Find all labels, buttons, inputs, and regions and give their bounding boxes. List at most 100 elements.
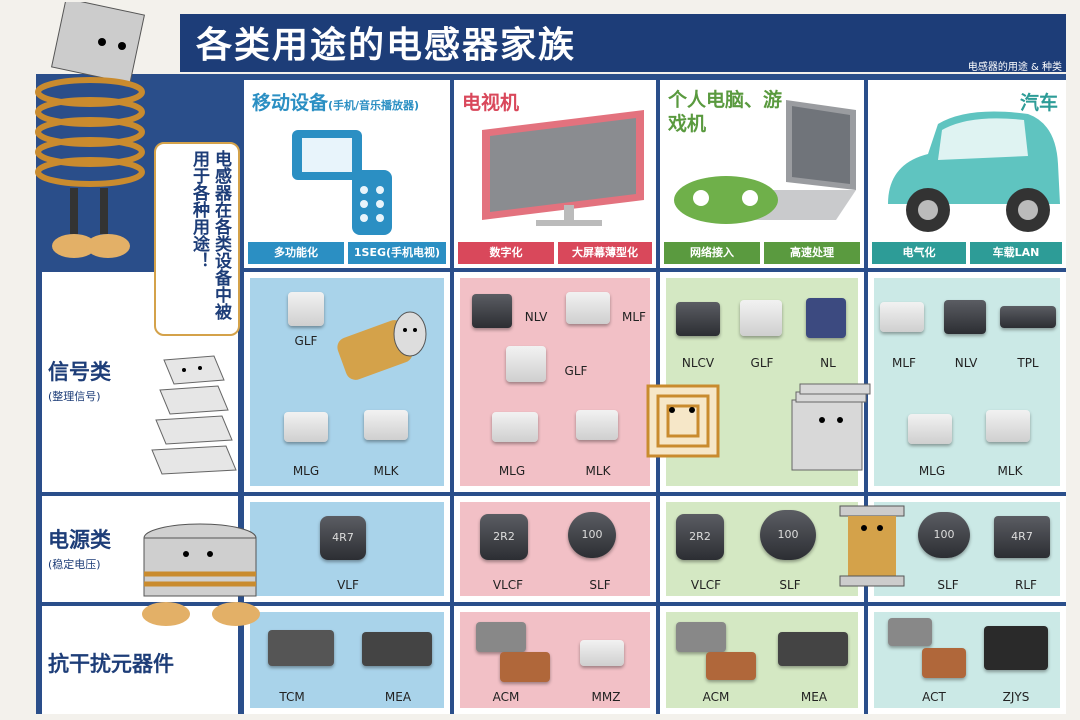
spiral-mascot-icon xyxy=(646,384,720,458)
chip-mlg xyxy=(284,412,328,442)
tag-digital: 数字化 xyxy=(458,242,554,264)
part-label: ZJYS xyxy=(1002,690,1030,704)
chip-nl xyxy=(806,298,846,338)
part-label: MLK xyxy=(997,464,1023,478)
part-label: ACM xyxy=(492,690,520,704)
column-title-pc: 个人电脑、游戏机 xyxy=(668,89,783,135)
layered-mascot-icon xyxy=(151,355,237,475)
part-label: MEA xyxy=(800,690,828,704)
bobbin-mascot-icon xyxy=(839,505,905,587)
part-label: NLV xyxy=(954,356,978,370)
part-label: VLCF xyxy=(690,578,722,592)
part-label: ACT xyxy=(922,690,946,704)
tag-1seg: 1SEG(手机电视) xyxy=(348,242,446,264)
chip-vlf: 4R7 xyxy=(320,516,366,560)
row-label-emi: 抗干扰元器件 xyxy=(42,606,238,714)
part-label: VLCF xyxy=(492,578,524,592)
chip-zjys xyxy=(984,626,1048,670)
row-subtitle-signal: (整理信号) xyxy=(48,390,101,403)
chip-mlg xyxy=(908,414,952,444)
part-label: MLK xyxy=(373,464,399,478)
page-subtitle: 电感器的用途 & 种类 xyxy=(967,62,1062,73)
stacked-mascot-icon xyxy=(791,383,871,471)
car-icon xyxy=(888,111,1060,232)
chip-mlk xyxy=(986,410,1030,442)
part-label: NL xyxy=(820,356,836,370)
chip-act xyxy=(888,618,932,646)
chip-nlv xyxy=(944,300,986,334)
tag-large-thin: 大屏幕薄型化 xyxy=(558,242,652,264)
title-bar xyxy=(180,14,1066,72)
column-title-tv: 电视机 xyxy=(462,92,520,114)
part-label: MLG xyxy=(498,464,526,478)
part-label: SLF xyxy=(937,578,959,592)
chip-vlcf: 2R2 xyxy=(480,514,528,560)
chip-mmz xyxy=(580,640,624,666)
part-label: RLF xyxy=(1015,578,1037,592)
part-label: MLG xyxy=(918,464,946,478)
row-subtitle-power: (稳定电压) xyxy=(48,558,101,571)
chip-slf: 100 xyxy=(918,512,970,558)
chip-slf: 100 xyxy=(760,510,816,560)
part-label: MMZ xyxy=(591,690,621,704)
tag-network: 网络接入 xyxy=(664,242,760,264)
row-title-power: 电源类 xyxy=(48,528,111,552)
chip-nlv xyxy=(472,294,512,328)
part-label: GLF xyxy=(750,356,774,370)
chip-mlk xyxy=(576,410,618,440)
chip-acm-coil xyxy=(706,652,756,680)
chip-mlf xyxy=(880,302,924,332)
row-title-signal: 信号类 xyxy=(48,360,111,384)
mascot-inductor-icon xyxy=(35,2,145,258)
row-title-emi: 抗干扰元器件 xyxy=(48,652,174,676)
drum-mascot-icon xyxy=(142,523,260,626)
chip-mlg xyxy=(492,412,538,442)
coil-mascot-icon xyxy=(337,311,427,380)
chip-mlk xyxy=(364,410,408,440)
tv-icon xyxy=(482,110,644,226)
chip-slf: 100 xyxy=(568,512,616,558)
chip-vlcf: 2R2 xyxy=(676,514,724,560)
tag-car-lan: 车载LAN xyxy=(970,242,1062,264)
pc-game-icon xyxy=(674,100,856,224)
part-label: GLF xyxy=(294,334,318,348)
tag-electrification: 电气化 xyxy=(872,242,966,264)
part-label: VLF xyxy=(337,578,359,592)
chip-acm xyxy=(676,622,726,652)
chip-nlcv xyxy=(676,302,720,336)
column-header-tv: 电视机 数字化 大屏幕薄型化 xyxy=(454,80,656,268)
chip-acm-coil xyxy=(500,652,550,682)
column-title-car: 汽车 xyxy=(1019,92,1058,114)
part-label: SLF xyxy=(589,578,611,592)
part-label: SLF xyxy=(779,578,801,592)
chip-glf xyxy=(506,346,546,382)
speech-bubble: 电感器在各类设备中被用于各种用途！ xyxy=(154,142,240,336)
chip-rlf: 4R7 xyxy=(994,516,1050,558)
speech-text: 电感器在各类设备中被用于各种用途！ xyxy=(189,150,231,320)
chip-mlf xyxy=(566,292,610,324)
part-label: MEA xyxy=(384,690,412,704)
column-header-pc: 个人电脑、游戏机 网络接入 高速处理 xyxy=(660,80,864,268)
tag-multifunction: 多功能化 xyxy=(248,242,344,264)
part-label: NLV xyxy=(524,310,548,324)
part-label: MLK xyxy=(585,464,611,478)
column-title-mobile-detail: (手机/音乐播放器) xyxy=(328,99,420,112)
column-title-mobile: 移动设备 xyxy=(252,92,329,114)
part-label: TPL xyxy=(1017,356,1039,370)
part-label: ACM xyxy=(702,690,730,704)
part-label: MLG xyxy=(292,464,320,478)
chip-tcm xyxy=(268,630,334,666)
chip-glf xyxy=(740,300,782,336)
chip-tpl xyxy=(1000,306,1056,328)
part-label: MLF xyxy=(622,310,646,324)
chip-mea xyxy=(362,632,432,666)
part-label: TCM xyxy=(279,690,305,704)
column-header-car: 汽车 电气化 车载LAN xyxy=(868,80,1066,268)
tag-highspeed: 高速处理 xyxy=(764,242,860,264)
part-label: MLF xyxy=(892,356,916,370)
chip-act-coil xyxy=(922,648,966,678)
chip-glf xyxy=(288,292,324,326)
mobile-device-icon xyxy=(292,130,392,235)
chip-mea xyxy=(778,632,848,666)
part-label: GLF xyxy=(564,364,588,378)
